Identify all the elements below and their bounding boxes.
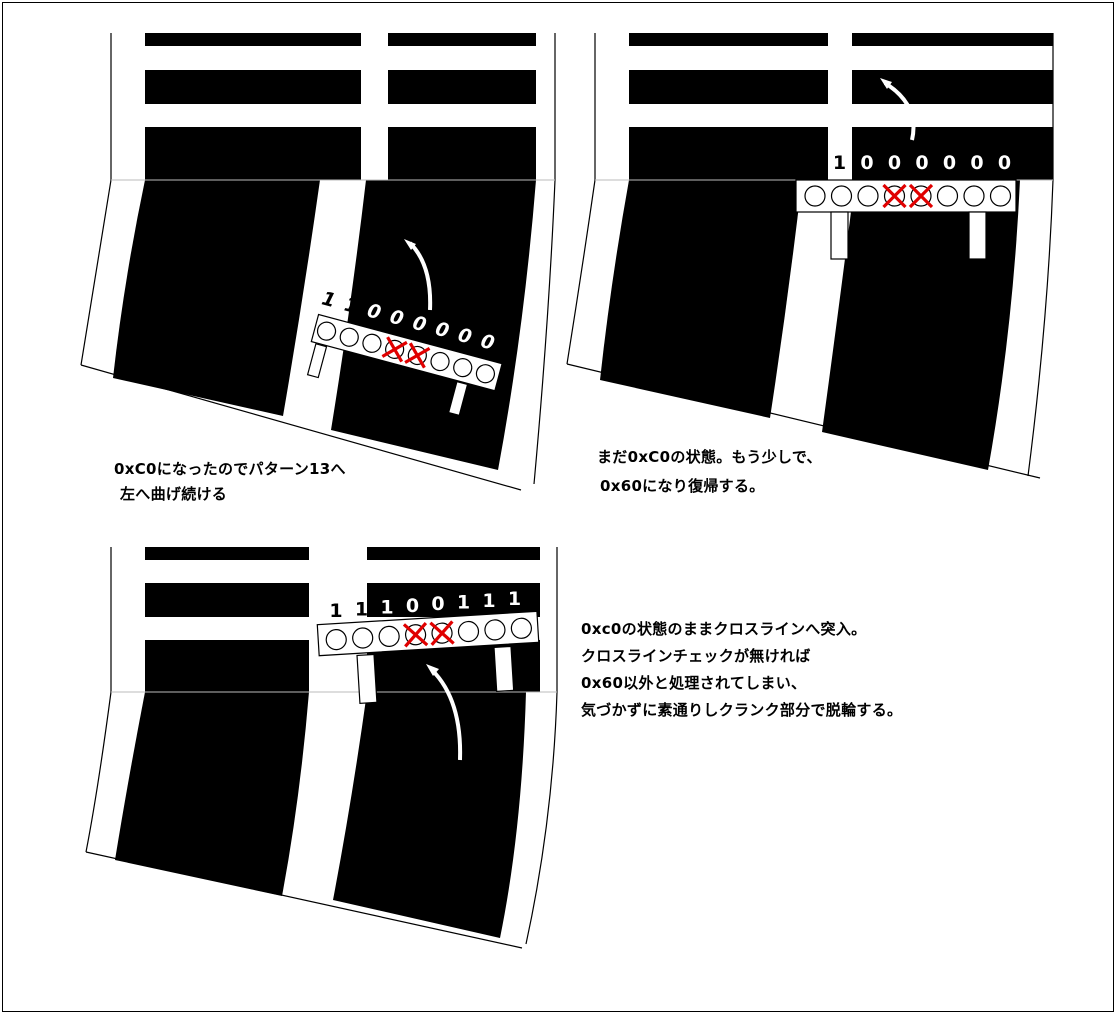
panel-3-caption: 0xc0の状態のままクロスラインへ突入。 クロスラインチェックが無ければ 0x6…	[581, 616, 902, 724]
panel-2-arrow	[880, 78, 916, 141]
panel-1-bit-2: 1	[342, 294, 360, 319]
panel-1-sensor-2	[339, 327, 359, 347]
panel-2-bit-2: 1	[833, 152, 846, 174]
panel-1-track-right	[331, 180, 536, 470]
panel-1-bit-1: 1	[319, 287, 337, 312]
panel-1-caption-line-1: 0xC0になったのでパターン13へ	[114, 460, 346, 478]
panel-3-track	[85, 547, 558, 949]
panel-3-sensor-6	[457, 620, 480, 643]
panel-1-sensor-1	[316, 321, 337, 341]
panel-2-sensor-bar	[795, 179, 1017, 260]
panel-2-bit-4: 0	[888, 152, 901, 174]
panel-1-bit-8: 0	[478, 330, 496, 355]
panel-3-sensor-7	[484, 619, 506, 641]
panel-3-sensor-4-cross-mark	[402, 622, 429, 648]
panel-3-crossline-bars	[145, 547, 540, 692]
panel-3-track-right	[333, 692, 526, 938]
panel-1-bit-3: 0	[365, 300, 383, 325]
panel-1-bit-7: 0	[456, 324, 474, 349]
panel-2-caption-line-2: 0x60になり復帰する。	[600, 477, 765, 495]
panel-2-sensor-5-cross-mark	[908, 183, 934, 209]
panel-2-caption-line-1: まだ0xC0の状態。もう少しで、	[597, 448, 822, 466]
panel-3-caption-line-4: 気づかずに素通りしクランク部分で脱輪する。	[581, 701, 903, 719]
panel-3-sensor-8	[510, 617, 532, 639]
panel-2-sensor-7	[963, 185, 985, 207]
panel-3-sensor-bar	[316, 610, 540, 705]
panel-2-sensor-6	[936, 185, 959, 207]
panel-1-bit-6: 0	[433, 318, 451, 343]
panel-1-sensor-bar	[306, 313, 503, 417]
panel-3-track-left	[115, 692, 309, 896]
panel-3-caption-line-3: 0x60以外と処理されてしまい、	[581, 674, 807, 692]
panel-3-arrow	[426, 664, 463, 761]
panel-3-bit-1: 1	[329, 600, 342, 622]
panel-1-bit-4: 0	[388, 306, 406, 331]
panel-3-caption-line-1: 0xc0の状態のままクロスラインへ突入。	[581, 620, 867, 638]
panel-3-bit-3: 1	[380, 597, 393, 619]
panel-3-sensor-1	[325, 629, 347, 651]
panel-2-track-left	[600, 180, 802, 418]
panel-3-bit-8: 1	[508, 588, 521, 610]
panel-2-track-right	[822, 180, 1020, 470]
panel-3-bit-5: 0	[431, 593, 444, 615]
panel-2-bit-5: 0	[915, 152, 928, 174]
panel-1-sensor-5-cross-mark	[404, 342, 431, 369]
panel-2-sensor-4-cross-mark	[882, 183, 907, 209]
panel-1-sensor-6	[430, 351, 450, 372]
panel-1-sensor-3	[362, 333, 382, 353]
panel-1-sensor-4-cross-mark	[381, 336, 408, 363]
panel-1-track-left	[113, 180, 320, 416]
panel-2-caption: まだ0xC0の状態。もう少しで、 0x60になり復帰する。	[597, 446, 822, 498]
panel-2-sensor-1	[804, 185, 826, 207]
panel-3-bit-7: 1	[482, 590, 495, 612]
panel-1-bit-5: 0	[410, 312, 428, 337]
panel-2-sensor-2	[830, 185, 853, 207]
panel-2-bit-1: 1	[805, 152, 818, 174]
panel-2-bit-7: 0	[970, 152, 983, 174]
panel-3-bit-6: 1	[457, 592, 470, 614]
panel-2-bit-6: 0	[943, 152, 956, 174]
panel-3-sensor-2	[352, 627, 374, 649]
panel-1-track	[80, 33, 556, 491]
panel-3-bit-2: 1	[355, 598, 368, 620]
panel-2-crossline-bars	[629, 33, 1053, 180]
panel-2-bit-8: 0	[998, 152, 1011, 174]
panel-1-crossline-bars	[145, 33, 536, 180]
panel-3-caption-line-2: クロスラインチェックが無ければ	[581, 647, 811, 665]
panel-2-bit-3: 0	[860, 152, 873, 174]
panel-1-sensor-7	[453, 358, 473, 378]
panel-1-sensor-8	[475, 364, 496, 384]
panel-2-sensor-3	[857, 185, 879, 207]
panel-2-sensor-8	[989, 185, 1012, 207]
panel-1-arrow	[404, 239, 433, 311]
panel-3-bit-4: 0	[406, 595, 419, 617]
panel-3-sensor-3	[378, 625, 400, 647]
panel-1-caption: 0xC0になったのでパターン13へ 左へ曲げ続ける	[114, 458, 346, 506]
panel-3-sensor-5-cross-mark	[429, 620, 455, 646]
panel-1-caption-line-2: 左へ曲げ続ける	[120, 485, 228, 503]
